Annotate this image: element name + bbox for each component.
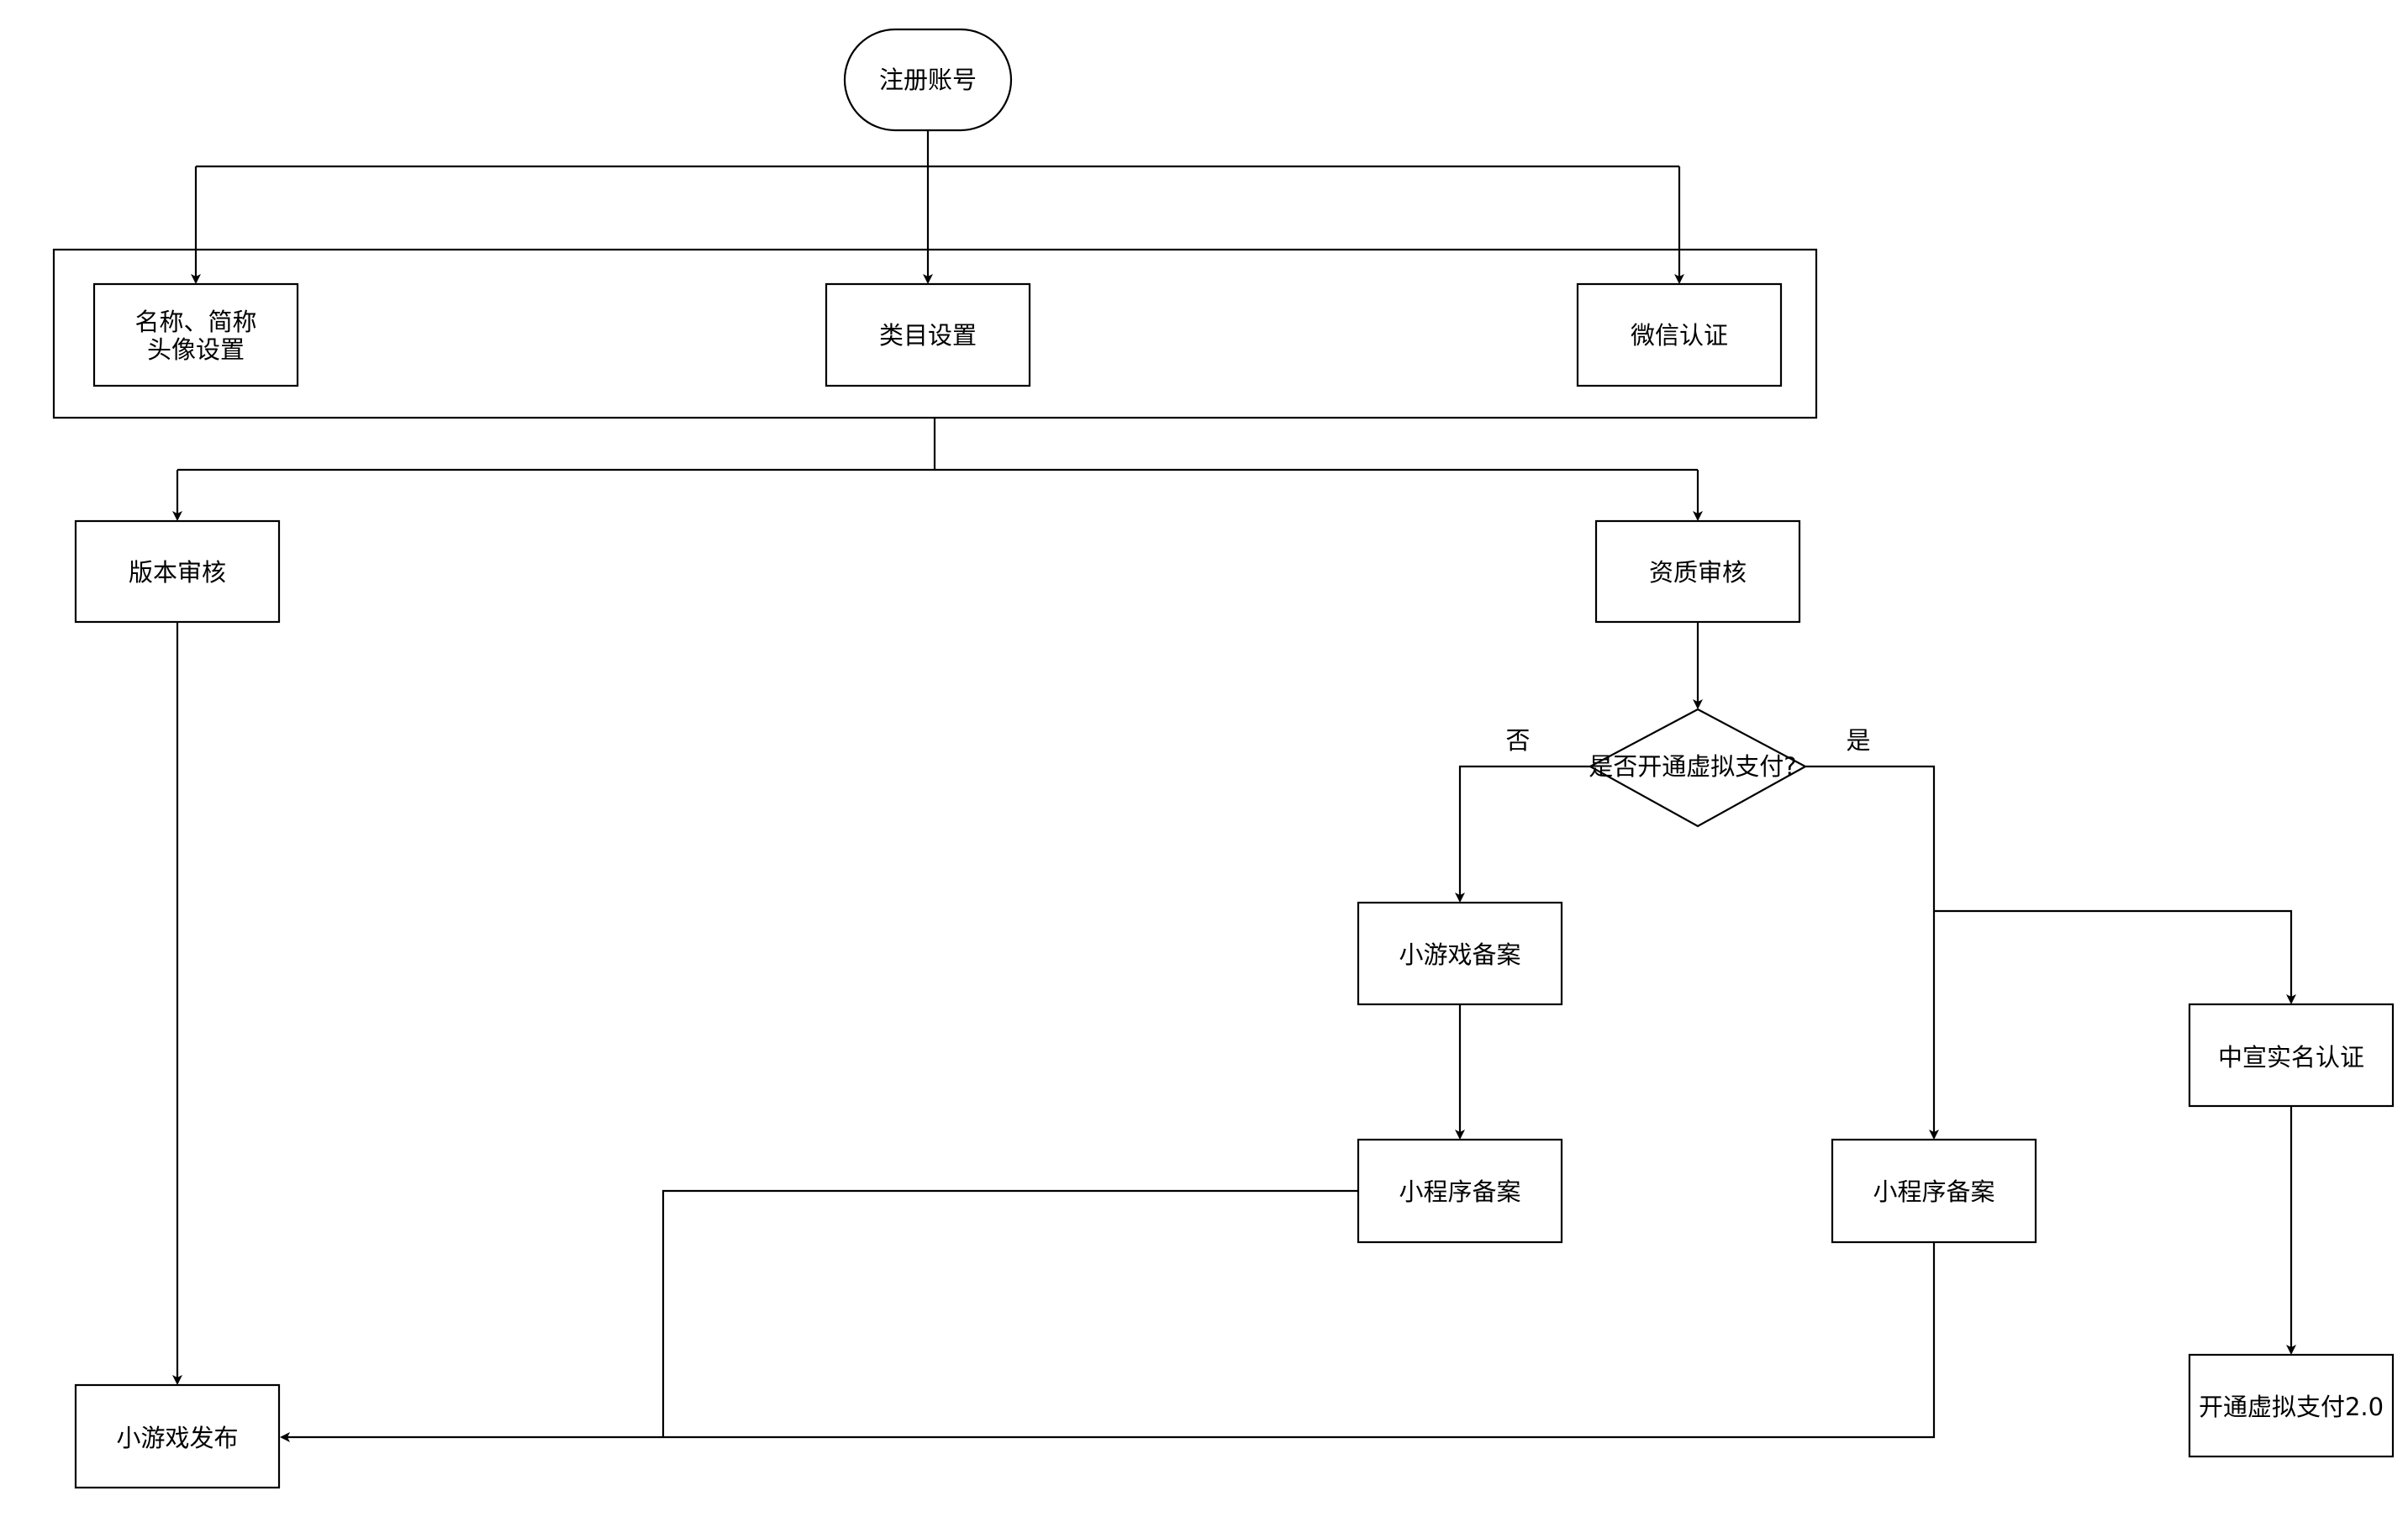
node-zhongxuan-realname: 中宣实名认证: [2188, 1003, 2395, 1108]
node-wechat-verify: 微信认证: [1576, 282, 1783, 387]
node-name-avatar-line1: 名称、简称: [134, 308, 256, 336]
edge-decision-no: [1455, 765, 1590, 903]
node-category: 类目设置: [825, 282, 1031, 387]
node-decision-label: 是否开通虚拟支付?: [1589, 752, 1796, 781]
node-decision: 是否开通虚拟支付?: [1588, 708, 1808, 828]
node-enable-virtual-pay-label: 开通虚拟支付2.0: [2199, 1393, 2384, 1421]
node-miniprogram-filing-left: 小程序备案: [1357, 1138, 1563, 1244]
node-minigame-filing-label: 小游戏备案: [1399, 940, 1520, 969]
node-qualification-review: 资质审核: [1594, 519, 1801, 624]
edge-decision-yes: [1805, 765, 1939, 1140]
node-name-avatar: 名称、简称 头像设置: [92, 282, 299, 387]
node-register-label: 注册账号: [879, 66, 977, 94]
node-miniprogram-filing-right-label: 小程序备案: [1873, 1177, 1994, 1206]
edge-labels: 否 是: [1505, 726, 1870, 755]
node-miniprogram-filing-left-label: 小程序备案: [1399, 1177, 1520, 1206]
node-category-label: 类目设置: [879, 321, 977, 350]
node-minigame-publish: 小游戏发布: [74, 1383, 281, 1489]
node-version-review: 版本审核: [74, 519, 281, 624]
node-zhongxuan-realname-label: 中宣实名认证: [2218, 1043, 2364, 1072]
node-miniprogram-filing-right: 小程序备案: [1831, 1138, 2037, 1244]
edge-miniprogram-left-to-publish: [661, 1189, 1358, 1437]
node-name-avatar-line2: 头像设置: [147, 335, 245, 364]
edge-miniprogram-right-to-publish: [280, 1242, 1936, 1442]
setup-group: [52, 248, 1818, 419]
node-qualification-review-label: 资质审核: [1649, 558, 1747, 587]
edge-yes-to-zhongxuan: [1934, 909, 2296, 1004]
node-wechat-verify-label: 微信认证: [1631, 321, 1728, 350]
node-register: 注册账号: [843, 28, 1013, 132]
edge-label-no: 否: [1505, 726, 1530, 755]
node-minigame-publish-label: 小游戏发布: [116, 1424, 238, 1452]
nodes: 注册账号 名称、简称 头像设置 类目设置 微信认证 版本审核 资质审核: [52, 28, 2395, 1489]
edges: [172, 130, 2296, 1442]
node-version-review-label: 版本审核: [129, 558, 226, 587]
node-enable-virtual-pay: 开通虚拟支付2.0: [2188, 1353, 2395, 1458]
node-minigame-filing: 小游戏备案: [1357, 901, 1563, 1006]
edge-label-yes: 是: [1846, 726, 1870, 755]
